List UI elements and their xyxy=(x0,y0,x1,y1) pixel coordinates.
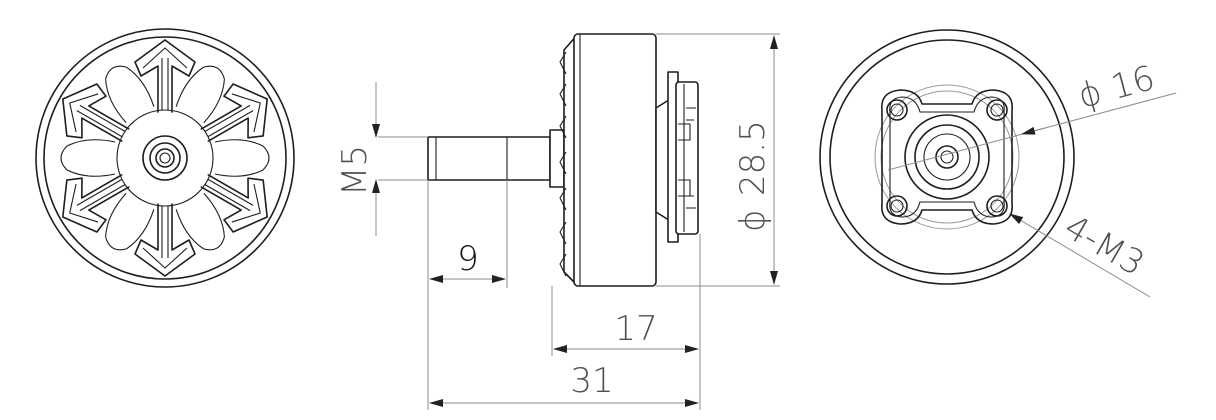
rotor-spoke xyxy=(62,174,130,233)
dimension-31-label: 31 xyxy=(570,361,613,401)
rotor-spoke xyxy=(62,83,130,142)
fin-edge xyxy=(559,51,567,75)
motor-side-view xyxy=(427,33,699,287)
rotor-fins xyxy=(559,51,567,277)
rotor-top-view xyxy=(35,28,295,288)
shaft xyxy=(427,136,551,181)
fin-edge xyxy=(559,221,567,245)
fin-edge xyxy=(559,187,567,211)
dimension-17-label: 17 xyxy=(614,309,657,349)
rotor-spoke xyxy=(200,174,268,233)
diameter-symbol: ϕ xyxy=(733,210,773,232)
mount-hole xyxy=(986,195,1008,217)
rotor-pocket xyxy=(214,139,270,177)
rotor-pocket xyxy=(60,139,116,177)
side-view-dimensions: M5 9 17 31 ϕ 28.5 xyxy=(335,33,780,410)
fin-edge xyxy=(559,83,567,107)
base-bottom-view xyxy=(819,29,1075,285)
dimension-16-label: 16 xyxy=(1107,58,1159,108)
rotor-spoke xyxy=(134,39,196,113)
mount-hole xyxy=(886,195,908,217)
rotor-bell xyxy=(573,33,657,287)
dimension-4-m3-label: 4-M3 xyxy=(1058,207,1152,284)
fin-edge xyxy=(559,115,567,139)
rotor-spoke xyxy=(134,203,196,277)
diameter-symbol-16: ϕ xyxy=(1074,72,1106,116)
dimension-m5-label: M5 xyxy=(335,145,375,196)
mount-hole xyxy=(986,99,1008,121)
motor-base xyxy=(675,81,699,235)
rotor-spokes xyxy=(60,39,270,277)
rotor-pocket xyxy=(105,192,155,251)
fin-edge xyxy=(559,253,567,277)
dimension-28-5-label: 28.5 xyxy=(733,120,773,196)
mount-hole xyxy=(886,99,908,121)
rotor-pocket xyxy=(175,65,225,124)
rotor-pocket xyxy=(105,65,155,124)
fin-edge xyxy=(559,151,567,175)
base-view-dimensions: ϕ 16 4-M3 xyxy=(887,58,1177,298)
dimension-9-label: 9 xyxy=(457,239,479,279)
mount-cross-plate xyxy=(881,89,1013,225)
rotor-pocket xyxy=(175,192,225,251)
rotor-spoke xyxy=(200,83,268,142)
